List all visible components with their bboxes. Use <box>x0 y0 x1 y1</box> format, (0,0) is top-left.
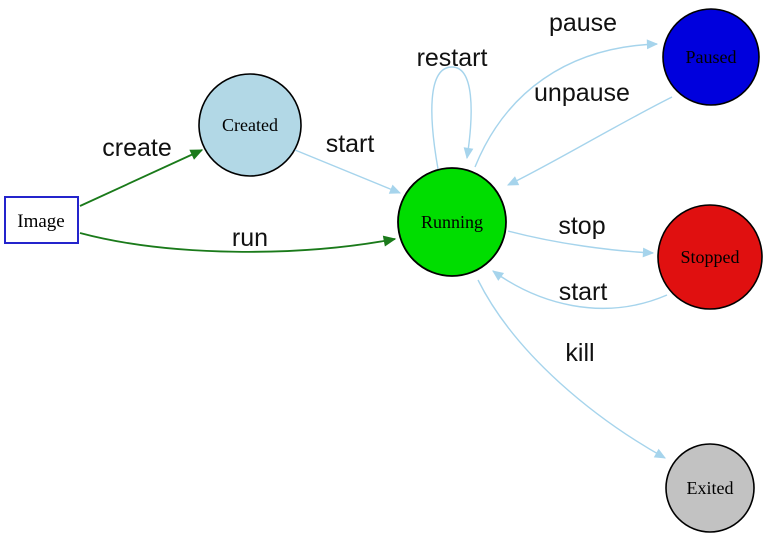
edge-pause: pause <box>474 9 659 168</box>
edge-stop: stop <box>507 212 655 258</box>
edge-kill: kill <box>477 279 666 459</box>
edge-start-stopped-running: start <box>492 270 668 309</box>
edge-create-label: create <box>102 134 171 162</box>
edge-start2-label: start <box>559 278 608 306</box>
node-created: Created <box>198 73 302 177</box>
edge-unpause: unpause <box>506 79 673 186</box>
paused-node-circle <box>662 8 760 106</box>
edge-pause-arrow <box>474 39 659 168</box>
image-node-label: Image <box>17 211 64 232</box>
edge-start1-arrow <box>294 149 402 194</box>
node-paused: Paused <box>662 8 760 106</box>
paused-node-label: Paused <box>686 47 737 67</box>
edge-stop-arrow <box>507 230 655 258</box>
edge-start2-arrow <box>492 270 668 309</box>
exited-node-label: Exited <box>687 478 734 498</box>
edge-create-arrow <box>79 149 204 207</box>
created-node-label: Created <box>222 115 278 135</box>
running-node-label: Running <box>421 212 483 232</box>
edge-start-created-running: start <box>294 130 402 194</box>
created-node-circle <box>198 73 302 177</box>
edge-create: create <box>79 134 204 207</box>
image-node-box <box>4 196 79 244</box>
stopped-node-circle <box>657 204 763 310</box>
edge-unpause-arrow <box>506 96 673 186</box>
edge-run-label: run <box>232 224 268 252</box>
edge-kill-label: kill <box>565 339 594 367</box>
edge-start1-label: start <box>326 130 375 158</box>
stopped-node-label: Stopped <box>680 247 739 267</box>
running-node-circle <box>397 167 507 277</box>
node-stopped: Stopped <box>657 204 763 310</box>
edge-pause-label: pause <box>549 9 617 37</box>
edge-stop-label: stop <box>558 212 605 240</box>
edge-kill-arrow <box>477 279 666 459</box>
edge-restart-self-loop: restart <box>417 44 488 170</box>
exited-node-circle <box>665 443 755 533</box>
edge-run: run <box>79 224 397 253</box>
node-exited: Exited <box>665 443 755 533</box>
edge-restart-arrow <box>431 66 474 170</box>
node-image: Image <box>4 196 79 244</box>
edge-run-arrow <box>79 232 397 253</box>
edge-restart-label: restart <box>417 44 488 72</box>
edge-unpause-label: unpause <box>534 79 630 107</box>
node-running: Running <box>397 167 507 277</box>
